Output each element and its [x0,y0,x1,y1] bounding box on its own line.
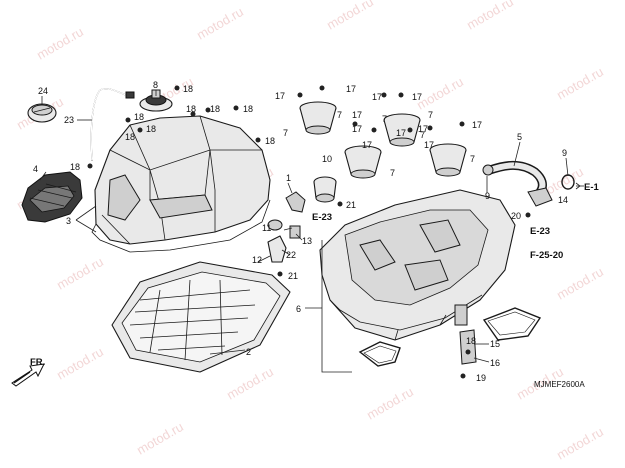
label-9: 9 [485,191,490,201]
label-1: 1 [286,173,291,183]
label-18: 18 [146,124,156,134]
watermark: motod.ru [554,64,606,103]
ref-e-23: E-23 [312,212,332,223]
label-17: 17 [472,120,482,130]
part-6-lower-housing [319,189,516,341]
part-5-hose [482,160,547,197]
label-18: 18 [265,136,275,146]
label-17: 17 [352,110,362,120]
label-21: 21 [288,271,298,281]
diagram-code: MJMEF2600A [534,380,585,389]
watermark: motod.ru [324,0,376,33]
label-18: 18 [134,112,144,122]
watermark: motod.ru [364,384,416,423]
label-18: 18 [70,162,80,172]
label-17: 17 [346,84,356,94]
label-17: 17 [396,128,406,138]
label-7: 7 [382,114,387,124]
watermark: motod.ru [54,344,106,383]
ref-e-23: E-23 [530,226,550,237]
label-8: 8 [153,80,158,90]
label-20: 20 [511,211,521,221]
label-17: 17 [362,140,372,150]
bolts [87,85,531,379]
label-13: 13 [302,236,312,246]
label-7: 7 [337,110,342,120]
part-10-sensor [313,176,337,203]
part-23-tube [90,88,135,161]
part-7-funnels [299,101,467,179]
label-6: 6 [296,304,301,314]
watermark: motod.ru [554,264,606,303]
label-7: 7 [283,128,288,138]
label-21: 21 [346,200,356,210]
label-7: 7 [470,154,475,164]
label-4: 4 [33,164,38,174]
watermark: motod.ru [224,364,276,403]
part-2-filter-element [111,261,291,373]
watermark: motod.ru [34,24,86,63]
label-17: 17 [275,91,285,101]
watermark: motod.ru [464,0,516,33]
label-23: 23 [64,115,74,125]
label-18: 18 [183,84,193,94]
part-9-14-clamps [527,174,575,207]
label-2: 2 [246,347,251,357]
label-12: 12 [252,255,262,265]
label-17: 17 [352,124,362,134]
label-17: 17 [418,124,428,134]
part-4-duct [21,171,83,223]
label-9: 9 [562,148,567,158]
watermark: motod.ru [554,424,606,463]
label-18: 18 [125,132,135,142]
label-10: 10 [322,154,332,164]
label-5: 5 [517,132,522,142]
label-18: 18 [186,104,196,114]
part-15-16-bracket [459,329,477,365]
label-17: 17 [424,140,434,150]
ref-e-1: E-1 [584,182,600,193]
ref-e23-left: E-23 [312,212,332,223]
part-3-upper-housing [91,115,271,253]
label-18: 18 [466,336,476,346]
watermark: motod.ru [194,4,246,43]
label-11: 11 [262,223,271,233]
watermark: motod.ru [134,419,186,458]
watermark: motod.ru [54,254,106,293]
leader-lines [39,90,569,373]
ref-f-25-20: F-25-20 [530,250,563,261]
label-24: 24 [38,86,48,96]
part-11-12-sensor-parts [267,219,301,263]
part-1-bracket [285,191,306,213]
label-3: 3 [66,216,71,226]
label-17: 17 [412,92,422,102]
label-14: 14 [558,195,568,205]
label-18: 18 [210,104,220,114]
front-label: FR. [30,357,45,368]
front-direction-indicator: FR. [11,357,45,387]
ref-e1: E-1 [575,182,600,193]
part-labels: 24 23 8 18 18 18 18 18 18 18 18 18 4 3 2… [33,80,568,383]
part-24-cap [27,103,57,123]
ref-f25-20: F-25-20 [530,250,563,261]
label-7: 7 [428,110,433,120]
label-19: 19 [476,373,486,383]
label-18: 18 [243,104,253,114]
label-15: 15 [490,339,500,349]
label-7: 7 [390,168,395,178]
label-17: 17 [372,92,382,102]
label-7: 7 [420,130,425,140]
reference-callouts: E-1 E-23 E-23 F-25-20 [312,182,600,261]
ref-e23-right: E-23 [530,226,550,237]
seal-gaskets [358,307,542,367]
label-22: 22 [286,250,296,260]
label-16: 16 [490,358,500,368]
